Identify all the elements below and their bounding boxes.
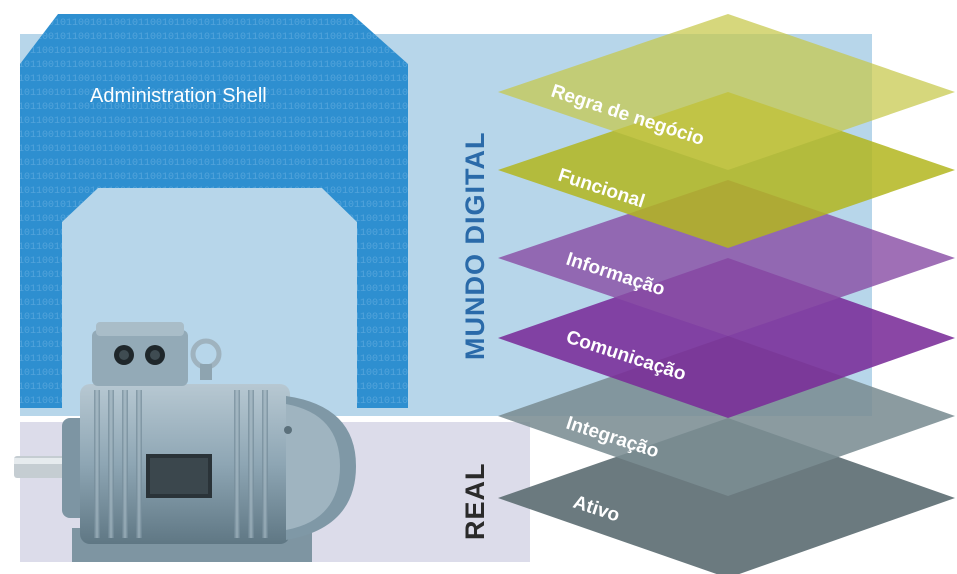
administration-shell-title: Administration Shell: [90, 85, 267, 107]
layer-ativo: Ativo: [498, 418, 955, 574]
administration-shell: Administration Shell: [20, 14, 408, 408]
digital-world-label: MUNDO DIGITAL: [460, 132, 490, 360]
electric-motor-icon: [14, 322, 356, 562]
real-world-label: REAL: [460, 463, 490, 541]
